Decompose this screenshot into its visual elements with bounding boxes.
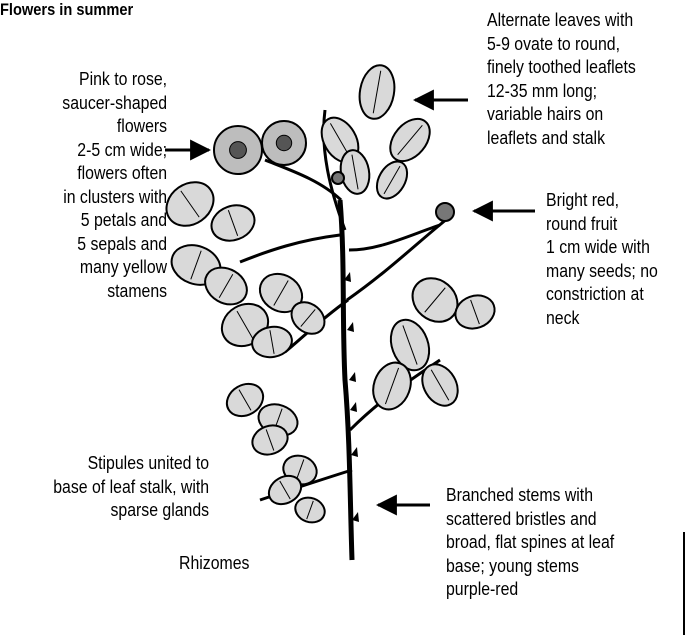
- stem-line: [240, 235, 340, 262]
- thorn: [350, 402, 357, 412]
- thorn: [347, 322, 354, 332]
- fruit: [436, 203, 454, 221]
- fruit: [332, 172, 344, 184]
- thorn: [349, 372, 356, 382]
- plant-drawing: [158, 62, 499, 560]
- thorn: [351, 447, 358, 457]
- flower-center: [276, 135, 291, 150]
- flower-center: [230, 142, 247, 159]
